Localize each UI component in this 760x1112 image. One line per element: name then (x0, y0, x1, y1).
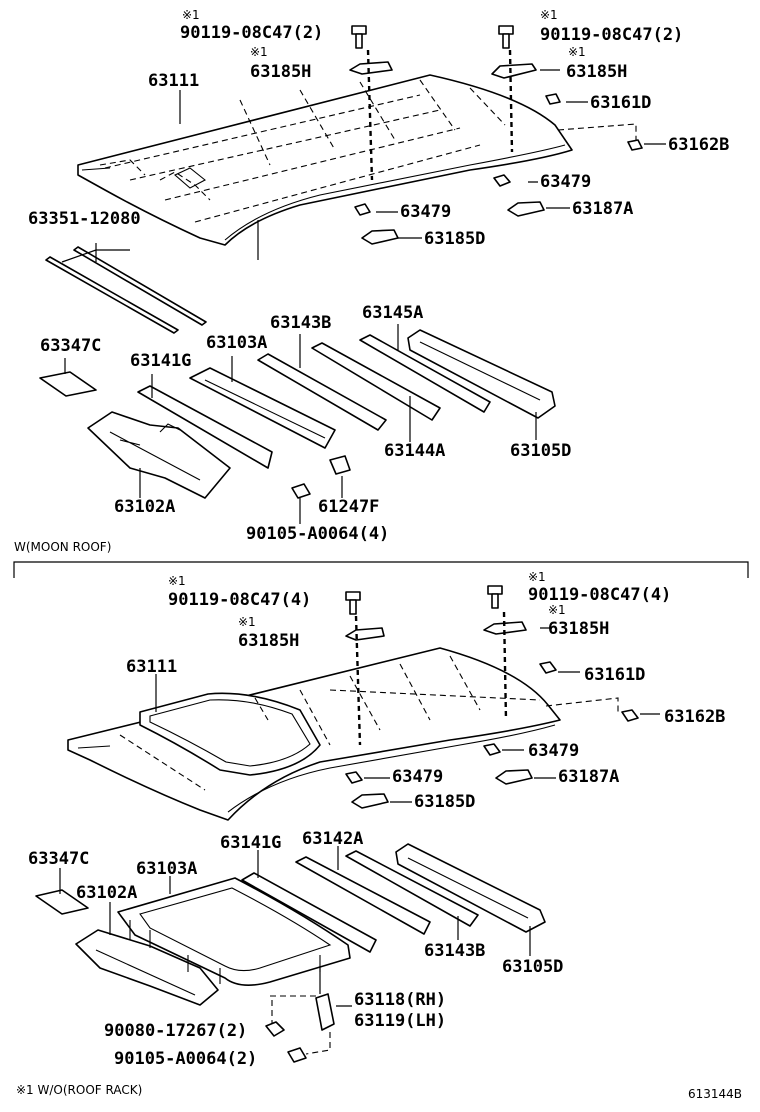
rail-63102-bottom (75, 929, 219, 1006)
clip-icon (345, 771, 363, 784)
label-bracket-63187-top: 63187A (572, 199, 634, 219)
label-bolt-right-top: 90119-08C47(2) (540, 25, 684, 45)
pad-icon (39, 371, 97, 397)
label-rail-63143-bottom: 63143B (424, 941, 486, 961)
label-rail-63144-top: 63144A (384, 441, 446, 461)
section-title: W(MOON ROOF) (14, 540, 112, 554)
label-clip-63162-bottom: 63162B (664, 707, 726, 727)
bracket-icon (361, 229, 399, 245)
bracket-icon (329, 455, 351, 475)
label-rail-63141-bottom: 63141G (220, 833, 282, 853)
label-clip-63479-right-top: 63479 (540, 172, 592, 192)
bolt-icon (487, 585, 503, 609)
rail-63144-top (311, 342, 441, 421)
label-pad-top: 63347C (40, 336, 102, 356)
rail-63141-bottom (241, 872, 377, 953)
label-rail-63105-bottom: 63105D (502, 957, 564, 977)
note-mark: ※1 (528, 570, 546, 584)
note-mark: ※1 (548, 603, 566, 617)
label-bolt-left-top: 90119-08C47(2) (180, 23, 324, 43)
rail-63103-bottom (117, 877, 351, 986)
label-drain-lh: 63119(LH) (354, 1011, 447, 1031)
label-bolt-left-bottom: 90119-08C47(4) (168, 590, 312, 610)
roof-panel-top (77, 74, 573, 246)
note-mark: ※1 (238, 615, 256, 629)
drip-molding-top (45, 246, 207, 334)
bracket-icon (491, 63, 537, 79)
screw-icon (291, 483, 311, 499)
nut-icon (265, 1021, 285, 1037)
clip-icon (621, 709, 639, 722)
label-clip-63479-right-bottom: 63479 (528, 741, 580, 761)
label-clip-63162-top: 63162B (668, 135, 730, 155)
label-bracket-63187-bottom: 63187A (558, 767, 620, 787)
label-bracket-right-bottom: 63185H (548, 619, 610, 639)
clip-icon (493, 174, 511, 187)
label-rail-63102-top: 63102A (114, 497, 176, 517)
note-mark: ※1 (568, 45, 586, 59)
label-rail-63142-bottom: 63142A (302, 829, 364, 849)
bottom-assembly (35, 585, 660, 1063)
label-rail-63141-top: 63141G (130, 351, 192, 371)
bracket-icon (495, 769, 533, 785)
label-bracket-63185-low-top: 63185D (424, 229, 486, 249)
label-roof-panel-top: 63111 (148, 71, 200, 91)
rail-63105-top (407, 329, 556, 419)
roof-panel-bottom (67, 647, 561, 821)
label-rail-63102-bottom: 63102A (76, 883, 138, 903)
top-assembly (39, 25, 666, 524)
label-bolt-right-bottom: 90119-08C47(4) (528, 585, 672, 605)
rail-63145-top (359, 334, 491, 413)
bracket-icon (507, 201, 545, 217)
rail-63105-bottom (395, 843, 546, 933)
bolt-icon (498, 25, 514, 49)
label-rail-63103-top: 63103A (206, 333, 268, 353)
label-bracket-61247: 61247F (318, 497, 380, 517)
section-divider (13, 561, 749, 578)
label-rail-63143-top: 63143B (270, 313, 332, 333)
bracket-icon (349, 61, 393, 75)
bolt-icon (345, 591, 361, 615)
label-screw-bottom: 90105-A0064(2) (114, 1049, 258, 1069)
clip-icon (545, 93, 561, 105)
drain-hose-icon (315, 993, 335, 1031)
label-clip-63161-top: 63161D (590, 93, 652, 113)
rail-63141-top (137, 385, 273, 469)
pad-icon (35, 889, 89, 915)
note-mark: ※1 (250, 45, 268, 59)
label-drip-molding: 63351-12080 (28, 209, 141, 229)
bracket-icon (351, 793, 389, 809)
label-rail-63145-top: 63145A (362, 303, 424, 323)
label-clip-63479-left-top: 63479 (400, 202, 452, 222)
clip-icon (539, 661, 557, 674)
label-bracket-left-top: 63185H (250, 62, 312, 82)
label-bracket-63185-low-bottom: 63185D (414, 792, 476, 812)
label-screw-top: 90105-A0064(4) (246, 524, 390, 544)
clip-icon (483, 743, 501, 756)
rail-63143-bottom (345, 850, 479, 927)
label-bracket-right-top: 63185H (566, 62, 628, 82)
figure-id: 613144B (688, 1087, 743, 1101)
label-rail-63103-bottom: 63103A (136, 859, 198, 879)
note-mark: ※1 (540, 8, 558, 22)
note-mark: ※1 (182, 8, 200, 22)
screw-icon (287, 1047, 307, 1063)
rail-63143-top (257, 353, 387, 431)
label-clip-63479-left-bottom: 63479 (392, 767, 444, 787)
clip-icon (627, 139, 643, 151)
label-bracket-left-bottom: 63185H (238, 631, 300, 651)
rail-63142-bottom (295, 856, 431, 935)
label-drain-rh: 63118(RH) (354, 990, 447, 1010)
note-mark: ※1 (168, 574, 186, 588)
footnote: ※1 W/O(ROOF RACK) (16, 1083, 143, 1097)
label-clip-63161-bottom: 63161D (584, 665, 646, 685)
label-pad-bottom: 63347C (28, 849, 90, 869)
label-nut-bottom: 90080-17267(2) (104, 1021, 248, 1041)
bolt-icon (351, 25, 367, 49)
label-rail-63105-top: 63105D (510, 441, 572, 461)
label-roof-panel-bottom: 63111 (126, 657, 178, 677)
bracket-icon (483, 621, 527, 635)
clip-icon (354, 203, 371, 216)
